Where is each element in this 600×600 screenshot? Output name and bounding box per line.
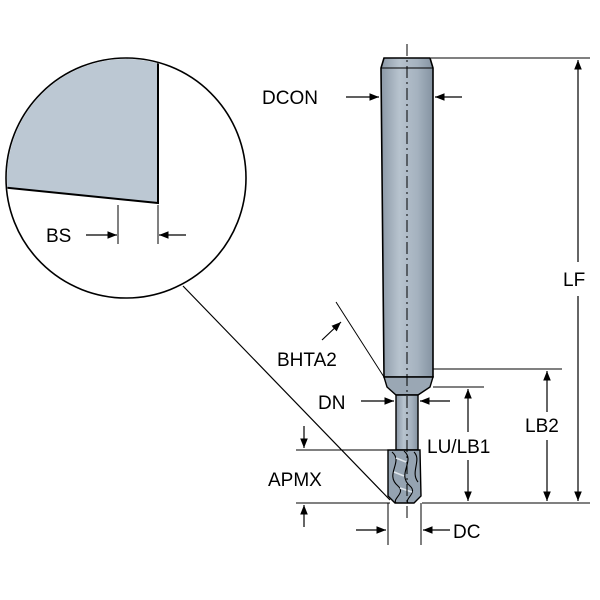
lb2-dimension: LB2 xyxy=(433,368,562,501)
lf-label: LF xyxy=(563,270,585,291)
apmx-dimension: APMX xyxy=(268,426,390,527)
end-mill-tool xyxy=(380,44,434,520)
bs-label: BS xyxy=(46,226,71,247)
bhta2-label: BHTA2 xyxy=(277,350,337,371)
bs-dimension: BS xyxy=(46,205,186,247)
apmx-label: APMX xyxy=(268,470,322,491)
dcon-label: DCON xyxy=(262,88,318,109)
dn-dimension: DN xyxy=(318,393,450,414)
lu-lb1-label: LU/LB1 xyxy=(427,437,490,458)
lu-lb1-dimension: LU/LB1 xyxy=(427,386,490,501)
dcon-dimension: DCON xyxy=(262,88,462,109)
lb2-label: LB2 xyxy=(525,416,559,437)
detail-connector-line xyxy=(182,285,391,501)
dc-label: DC xyxy=(453,522,480,543)
detail-circle xyxy=(5,57,391,501)
tool-neck-taper xyxy=(383,376,434,396)
dn-label: DN xyxy=(318,393,345,414)
lf-dimension: LF xyxy=(422,57,590,504)
bhta2-dimension: BHTA2 xyxy=(277,301,385,378)
dc-dimension: DC xyxy=(356,503,480,545)
